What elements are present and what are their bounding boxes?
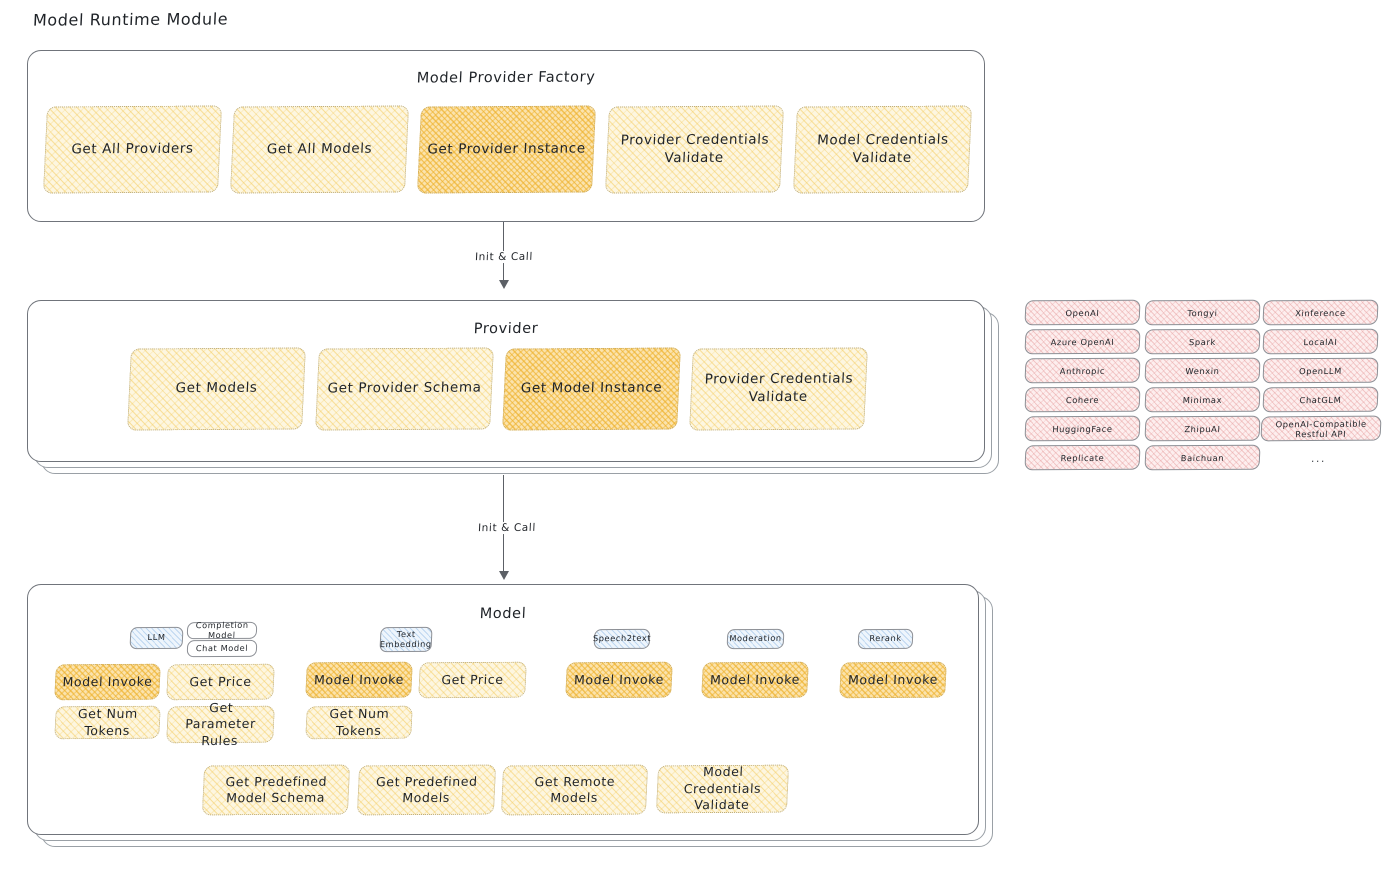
model-type-badge-speech2text[interactable]: Speech2text	[593, 628, 651, 650]
model-type-badge-text-embedding[interactable]: Text Embedding	[379, 626, 433, 653]
moderation-op-model-invoke[interactable]: Model Invoke	[701, 661, 809, 699]
provider-pill-openai[interactable]: OpenAI	[1024, 299, 1141, 326]
provider-pill-openllm[interactable]: OpenLLM	[1262, 357, 1379, 384]
model-type-badge-chat-model[interactable]: Chat Model	[186, 639, 258, 658]
embedding-op-get-num-tokens[interactable]: Get Num Tokens	[305, 705, 413, 740]
arrow-provider-to-model-label: Init & Call	[473, 521, 541, 535]
arrow-factory-to-provider-head	[499, 280, 509, 289]
llm-op-get-num-tokens[interactable]: Get Num Tokens	[54, 705, 161, 740]
provider-list-more-dots: ...	[1310, 451, 1327, 466]
provider-pill-wenxin[interactable]: Wenxin	[1144, 357, 1261, 384]
llm-op-get-price[interactable]: Get Price	[166, 663, 275, 701]
page-title: Model Runtime Module	[32, 9, 229, 30]
provider-node-provider-credentials-validate[interactable]: Provider Credentials Validate	[689, 347, 868, 431]
model-type-badge-moderation[interactable]: Moderation	[726, 628, 785, 650]
provider-pill-replicate[interactable]: Replicate	[1024, 444, 1141, 471]
common-op-get-remote-models[interactable]: Get Remote Models	[500, 764, 649, 816]
arrow-provider-to-model-head	[499, 571, 509, 580]
provider-pill-huggingface[interactable]: HuggingFace	[1024, 415, 1141, 442]
rerank-op-model-invoke[interactable]: Model Invoke	[839, 661, 947, 699]
provider-pill-anthropic[interactable]: Anthropic	[1024, 357, 1141, 384]
provider-pill-minimax[interactable]: Minimax	[1144, 386, 1261, 413]
factory-node-get-provider-instance[interactable]: Get Provider Instance	[416, 105, 597, 194]
provider-node-get-provider-schema[interactable]: Get Provider Schema	[315, 347, 494, 431]
common-op-model-credentials-validate[interactable]: Model Credentials Validate	[655, 764, 790, 814]
provider-pill-localai[interactable]: LocalAI	[1262, 328, 1379, 355]
embedding-op-model-invoke[interactable]: Model Invoke	[305, 661, 413, 699]
provider-pill-azure-openai[interactable]: Azure OpenAI	[1024, 328, 1141, 355]
model-title: Model	[479, 605, 527, 623]
model-provider-factory-title: Model Provider Factory	[416, 69, 596, 87]
model-type-badge-completion-model[interactable]: Completion Model	[186, 619, 258, 640]
factory-node-get-all-models[interactable]: Get All Models	[229, 105, 410, 194]
provider-pill-chatglm[interactable]: ChatGLM	[1262, 386, 1379, 413]
provider-pill-tongyi[interactable]: Tongyi	[1144, 299, 1261, 326]
model-type-badge-llm[interactable]: LLM	[129, 626, 184, 650]
model-type-badge-rerank[interactable]: Rerank	[857, 628, 914, 650]
provider-pill-cohere[interactable]: Cohere	[1024, 386, 1141, 413]
common-op-get-predefined-model-schema[interactable]: Get Predefined Model Schema	[201, 764, 351, 816]
factory-node-model-credentials-validate[interactable]: Model Credentials Validate	[792, 105, 973, 194]
provider-title: Provider	[473, 320, 539, 338]
provider-pill-xinference[interactable]: Xinference	[1262, 299, 1379, 326]
common-op-get-predefined-models[interactable]: Get Predefined Models	[356, 764, 497, 816]
factory-node-get-all-providers[interactable]: Get All Providers	[42, 105, 223, 194]
provider-pill-baichuan[interactable]: Baichuan	[1144, 444, 1261, 471]
provider-pill-openai-compatible-restful-api[interactable]: OpenAI-Compatible Restful API	[1260, 415, 1382, 442]
arrow-factory-to-provider-label: Init & Call	[470, 250, 538, 264]
provider-node-get-models[interactable]: Get Models	[127, 347, 306, 431]
provider-pill-zhipuai[interactable]: ZhipuAI	[1144, 415, 1261, 442]
factory-node-provider-credentials-validate[interactable]: Provider Credentials Validate	[604, 105, 785, 194]
provider-node-get-model-instance[interactable]: Get Model Instance	[502, 347, 681, 431]
provider-pill-spark[interactable]: Spark	[1144, 328, 1261, 355]
llm-op-model-invoke[interactable]: Model Invoke	[54, 663, 161, 701]
speech2text-op-model-invoke[interactable]: Model Invoke	[565, 661, 673, 699]
llm-op-get-parameter-rules[interactable]: Get Parameter Rules	[166, 700, 275, 748]
embedding-op-get-price[interactable]: Get Price	[418, 661, 527, 699]
